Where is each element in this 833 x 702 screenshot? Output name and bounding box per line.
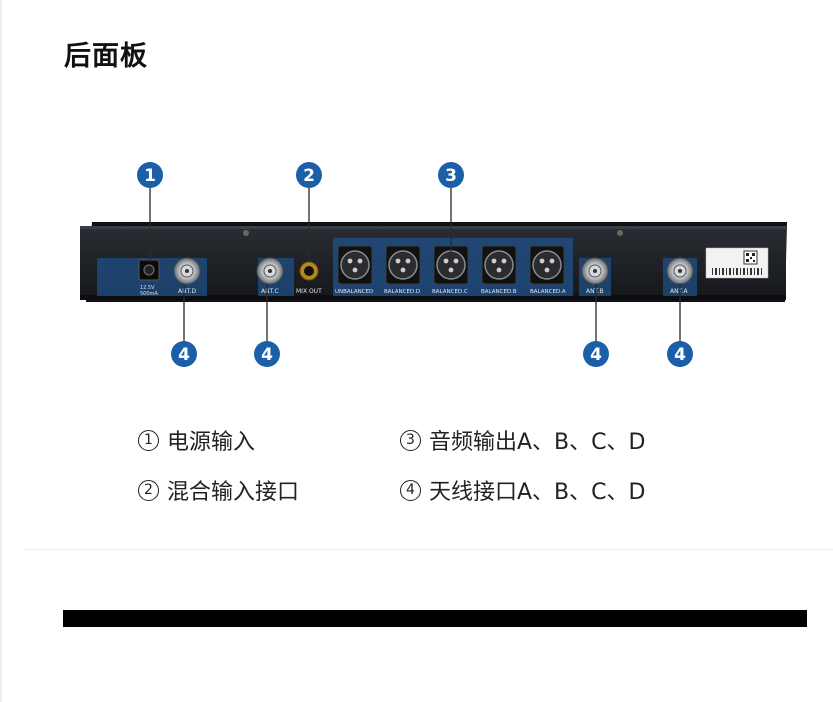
power-jack-icon	[138, 259, 160, 281]
legend-text: 音频输出A、B、C、D	[429, 430, 646, 455]
svg-text:2: 2	[303, 166, 315, 186]
black-banner-bar	[63, 610, 807, 627]
balanced-d-label: BALANCED.D	[384, 289, 420, 295]
balanced-c-label: BALANCED.C	[432, 289, 468, 295]
legend-number: 2	[138, 479, 159, 501]
left-edge-rule	[0, 0, 2, 702]
legend-text: 天线接口A、B、C、D	[429, 480, 646, 505]
callout-badge-2: 2	[296, 162, 322, 188]
ant-d-label: ANT.D	[178, 288, 196, 295]
screw-icon	[243, 230, 249, 236]
qr-code-icon	[743, 250, 758, 265]
callout-badge-4-ant-b: 4	[583, 341, 609, 367]
section-divider	[24, 549, 833, 550]
callout-badge-4-ant-c: 4	[254, 341, 280, 367]
xlr-connector-icon	[529, 245, 565, 285]
callout-leader-lines	[149, 188, 681, 343]
callout-badge-4-ant-d: 4	[171, 341, 197, 367]
legend-item-mix-input: 2 混合输入接口	[138, 474, 299, 506]
legend-item-power-input: 1 电源输入	[138, 424, 255, 456]
legend-number: 3	[400, 429, 421, 451]
bnc-connector-icon	[173, 257, 201, 285]
unbalanced-label: UNBALANCED	[335, 289, 373, 295]
xlr-connector-icon	[385, 245, 421, 285]
xlr-connector-icon	[337, 245, 373, 285]
mix-out-jack-icon	[299, 261, 319, 281]
callout-badge-4-ant-a: 4	[667, 341, 693, 367]
legend-number: 4	[400, 479, 421, 501]
bnc-connector-icon	[666, 257, 694, 285]
mix-out-label: MIX OUT	[296, 288, 322, 295]
callout-badge-1: 1	[137, 162, 163, 188]
legend-item-audio-output: 3 音频输出A、B、C、D	[400, 424, 645, 456]
balanced-b-label: BALANCED.B	[481, 289, 517, 295]
balanced-a-label: BALANCED.A	[530, 289, 566, 295]
xlr-connector-icon	[481, 245, 517, 285]
power-label-line1: 12.5V	[140, 285, 155, 291]
svg-text:3: 3	[445, 166, 457, 186]
ant-a-label: ANT.A	[670, 288, 688, 295]
bnc-connector-icon	[581, 257, 609, 285]
barcode-icon	[712, 268, 762, 275]
callout-badge-3: 3	[438, 162, 464, 188]
legend-item-antenna: 4 天线接口A、B、C、D	[400, 474, 645, 506]
rear-panel-diagram: 12.5V 500mA ANT.D ANT.C MIX OUT	[80, 162, 787, 367]
ant-c-label: ANT.C	[261, 288, 279, 295]
product-sticker	[705, 247, 769, 279]
bnc-connector-icon	[256, 257, 284, 285]
power-label-line2: 500mA	[140, 291, 158, 297]
svg-text:1: 1	[144, 166, 156, 186]
svg-text:4: 4	[261, 345, 273, 365]
svg-text:4: 4	[590, 345, 602, 365]
screw-icon	[617, 230, 623, 236]
svg-text:4: 4	[178, 345, 190, 365]
xlr-connector-icon	[433, 245, 469, 285]
ant-b-label: ANT.B	[586, 288, 604, 295]
legend-number: 1	[138, 429, 159, 451]
legend-text: 电源输入	[167, 430, 256, 455]
page-title: 后面板	[64, 41, 148, 72]
svg-text:4: 4	[674, 345, 686, 365]
legend-text: 混合输入接口	[167, 480, 300, 505]
